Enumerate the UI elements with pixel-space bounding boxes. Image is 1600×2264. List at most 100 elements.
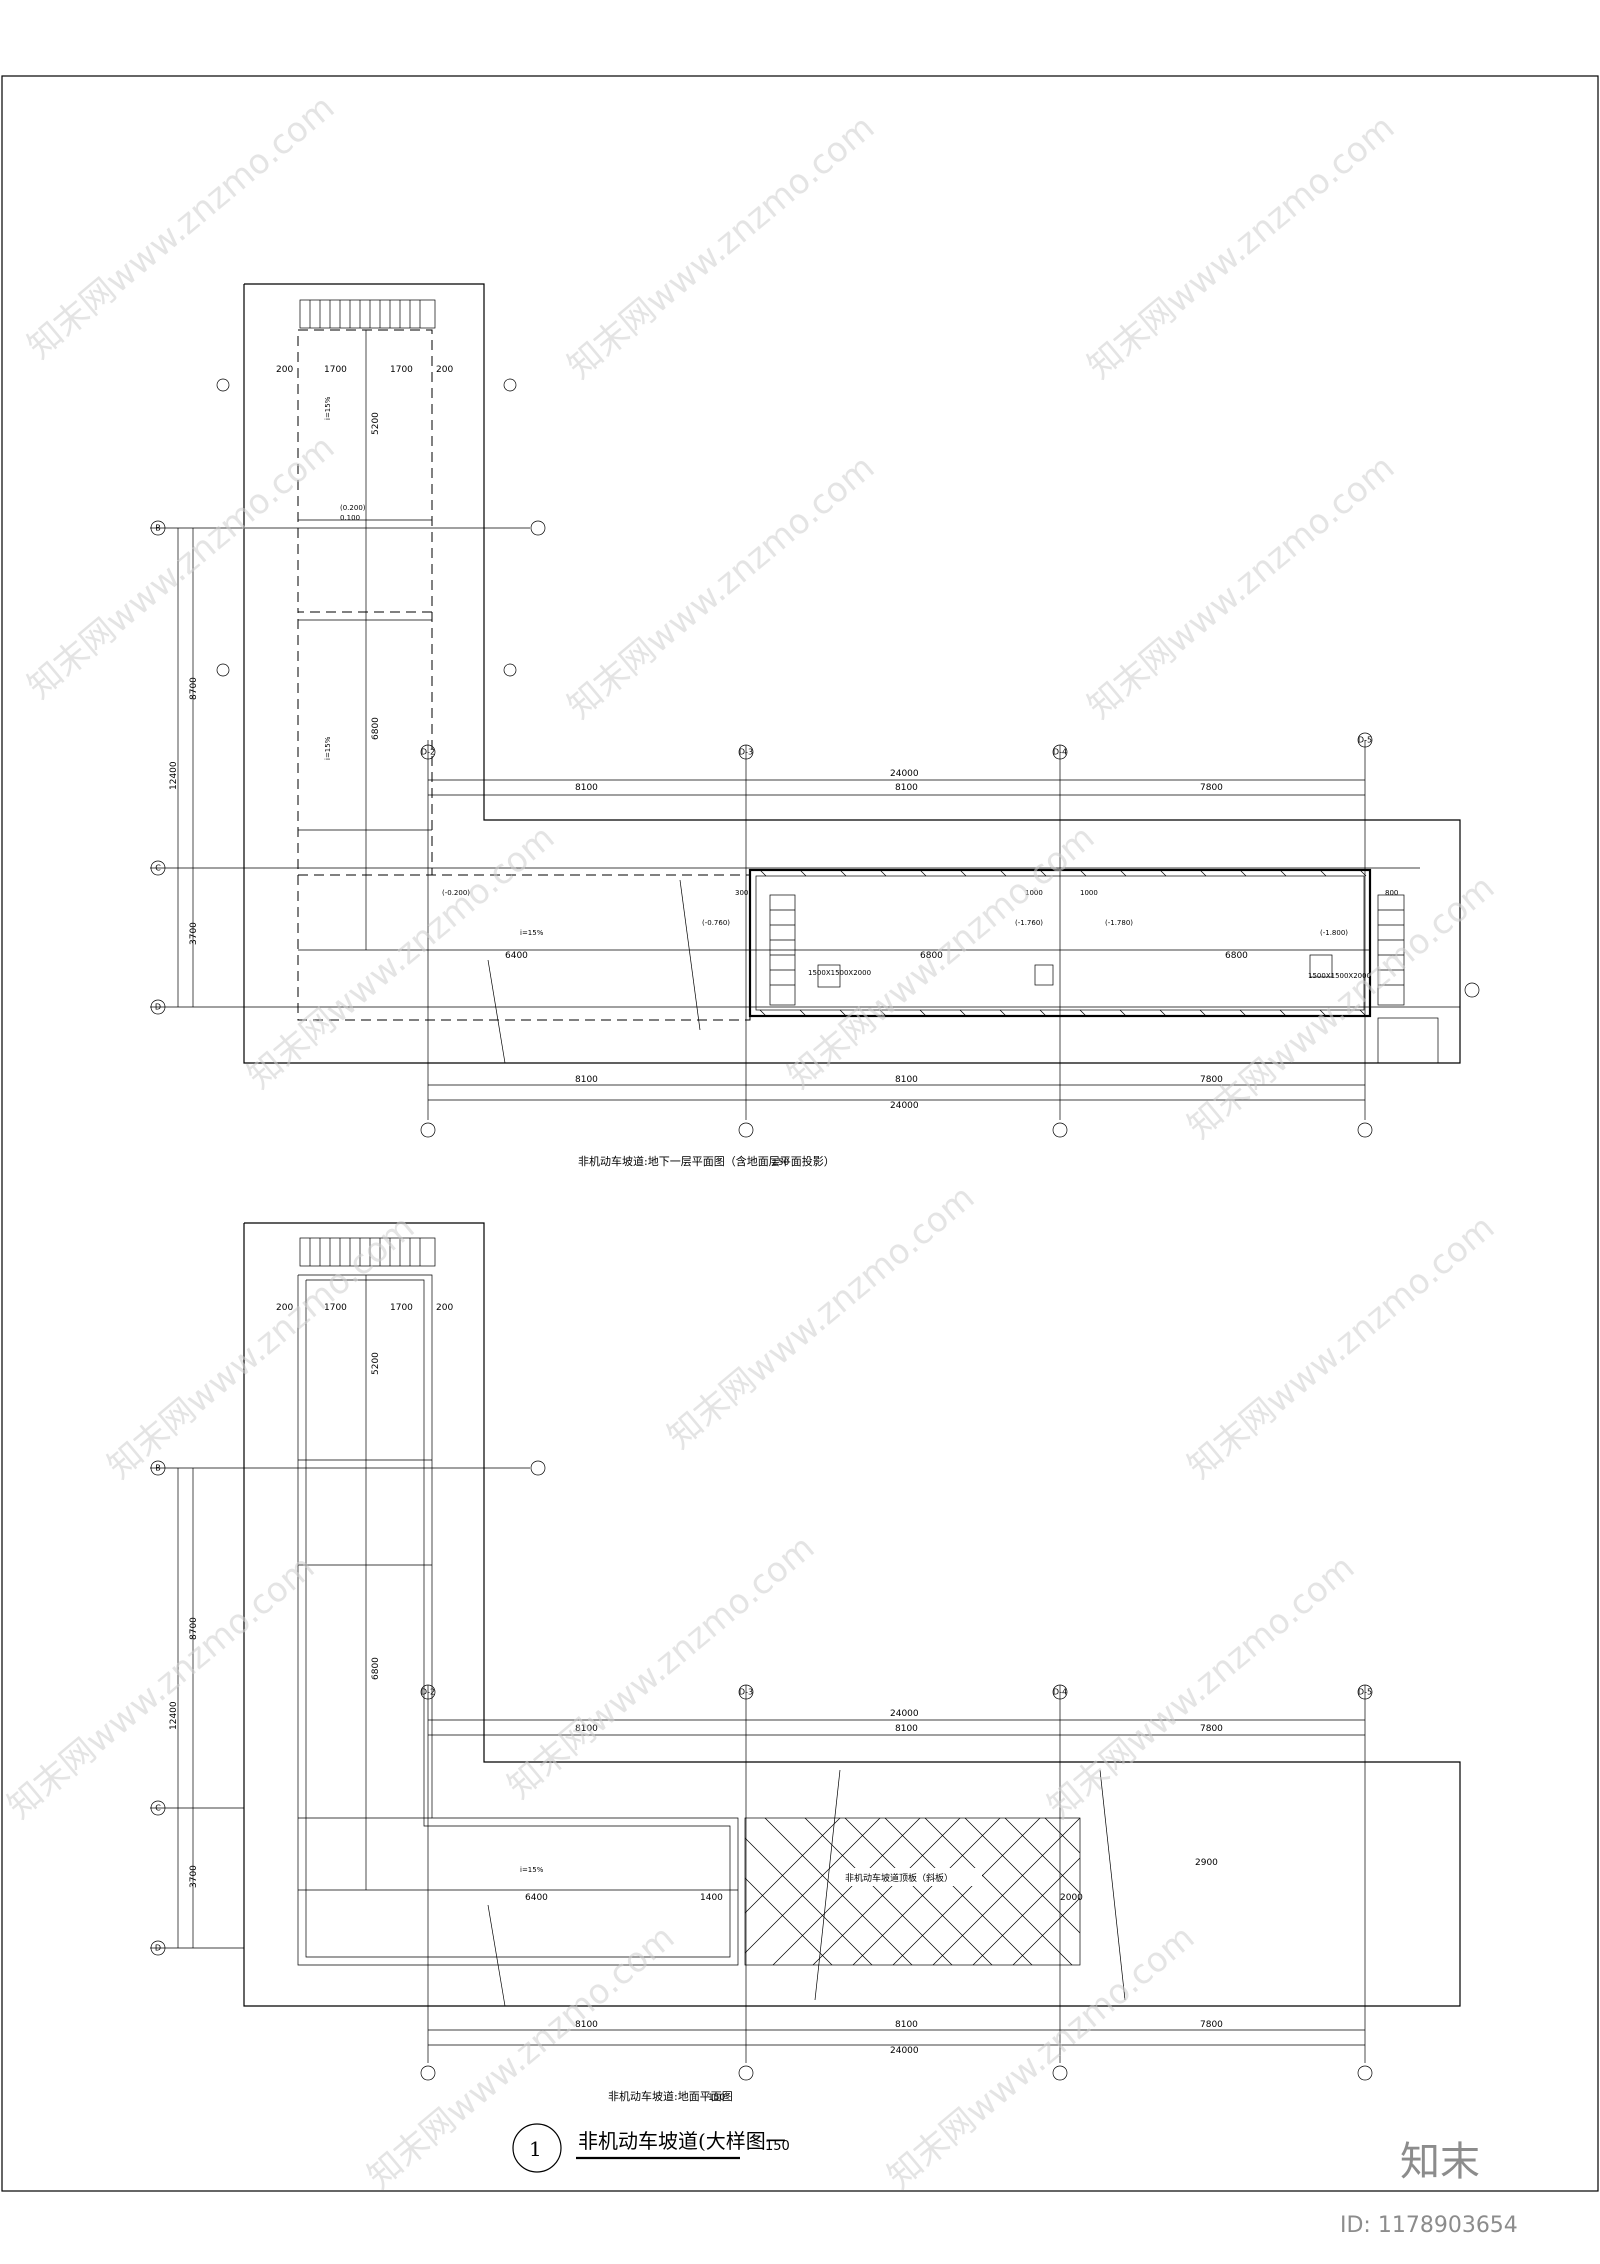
upper-stair-right	[1377, 894, 1405, 1006]
brand-logo: 知末	[1400, 2139, 1480, 2185]
upper-dim-bottom-2: 8100	[895, 1075, 918, 1085]
watermark-text: 知末网www.znzmo.com	[0, 1547, 322, 1826]
lower-caption-scale: 150	[708, 2093, 725, 2103]
upper-axis-bubbles: D-2 D-3 D-4 D-5 B C D	[150, 378, 1480, 1138]
svg-text:D-4: D-4	[1053, 1688, 1067, 1697]
upper-hseg-1: 6400	[505, 951, 528, 961]
upper-dim-bottom-3: 7800	[1200, 1075, 1223, 1085]
upper-stair-left	[769, 894, 796, 1006]
upper-dim-top-1: 8100	[575, 783, 598, 793]
upper-outline	[243, 283, 1461, 1064]
lower-seg-2: 6800	[371, 1657, 381, 1680]
brand-id: ID: 1178903654	[1340, 2213, 1518, 2238]
svg-text:D-4: D-4	[1053, 748, 1067, 757]
watermark-text: 知末网www.znzmo.com	[500, 1527, 822, 1806]
watermark-text: 知末网www.znzmo.com	[20, 427, 342, 706]
upper-dim-left-total: 12400	[169, 761, 179, 790]
upper-stair-dim-2: 1000	[1025, 889, 1043, 897]
svg-text:C: C	[155, 1804, 161, 1813]
upper-dim-left-1: 8700	[189, 677, 199, 700]
upper-pit-2	[1309, 954, 1333, 978]
watermark-text: 知末网www.znzmo.com	[880, 1917, 1202, 2196]
lower-width-1: 200	[276, 1303, 293, 1313]
upper-plan: 8100 8100 7800 24000 8100 8100 7800 2400…	[150, 283, 1480, 1168]
watermark-layer: 知末网www.znzmo.com 知末网www.znzmo.com 知末网www…	[0, 87, 1502, 2196]
svg-text:D-2: D-2	[421, 748, 435, 757]
sheet-border	[1, 75, 1599, 2192]
lower-seg-label-4: 2000	[1060, 1893, 1083, 1903]
title-block: 1 非机动车坡道(大样图一 150	[512, 2123, 790, 2173]
title-text: 非机动车坡道(大样图一	[578, 2129, 786, 2153]
upper-stair-dim-4: 800	[1385, 889, 1398, 897]
lower-dim-top-3: 7800	[1200, 1724, 1223, 1734]
lower-seg-label-2: 1400	[700, 1893, 723, 1903]
upper-seg-2: 6800	[371, 717, 381, 740]
upper-elev-2: (-1.760)	[1015, 919, 1043, 927]
svg-text:D-2: D-2	[421, 1688, 435, 1697]
upper-elev-1: (-0.760)	[702, 919, 730, 927]
lower-caption: 非机动车坡道:地面平面图	[608, 2089, 733, 2103]
watermark-text: 知末网www.znzmo.com	[660, 1177, 982, 1456]
upper-width-4: 200	[436, 365, 453, 375]
upper-width-1: 200	[276, 365, 293, 375]
lower-grating	[299, 1237, 436, 1267]
svg-text:D-3: D-3	[739, 748, 753, 757]
upper-stair-dim-1: 300	[735, 889, 748, 897]
lower-dim-top-total: 24000	[890, 1709, 919, 1719]
upper-stair-dim-3: 1000	[1080, 889, 1098, 897]
title-number-circle	[512, 2123, 562, 2173]
watermark-text: 知末网www.znzmo.com	[1080, 447, 1402, 726]
upper-width-2: 1700	[324, 365, 347, 375]
upper-dim-top-3: 7800	[1200, 783, 1223, 793]
watermark-text: 知末网www.znzmo.com	[360, 1917, 682, 2196]
watermark-text: 知末网www.znzmo.com	[780, 817, 1102, 1096]
lower-dim-left-2: 3700	[189, 1865, 199, 1888]
svg-text:C: C	[155, 864, 161, 873]
upper-pit-1	[817, 964, 841, 988]
upper-dim-bottom-1: 8100	[575, 1075, 598, 1085]
lower-width-2: 1700	[324, 1303, 347, 1313]
lower-seg-label-3: 2900	[1195, 1858, 1218, 1868]
watermark-text: 知末网www.znzmo.com	[100, 1207, 422, 1486]
svg-text:D-5: D-5	[1358, 736, 1372, 745]
lower-plan: 非机动车坡道顶板（斜板） 8100 8100 7800 24000 8100 8…	[150, 1222, 1461, 2103]
upper-caption: 非机动车坡道:地下一层平面图（含地面层平面投影）	[578, 1154, 835, 1168]
title-number: 1	[529, 2137, 542, 2161]
upper-grating	[299, 299, 436, 329]
upper-elev-5: (-0.200)	[442, 889, 470, 897]
lower-dim-top-2: 8100	[895, 1724, 918, 1734]
svg-text:D-3: D-3	[739, 1688, 753, 1697]
lower-dim-bottom-total: 24000	[890, 2046, 919, 2056]
upper-side-room	[1377, 1017, 1439, 1064]
svg-text:D: D	[155, 1944, 161, 1953]
watermark-text: 知末网www.znzmo.com	[1040, 1547, 1362, 1826]
upper-width-3: 1700	[390, 365, 413, 375]
lower-width-4: 200	[436, 1303, 453, 1313]
lower-width-3: 1700	[390, 1303, 413, 1313]
upper-slope-3: i=15%	[520, 929, 544, 937]
lower-dim-bottom-3: 7800	[1200, 2020, 1223, 2030]
upper-caption-scale: 150	[772, 1158, 789, 1168]
upper-dim-bottom-total: 24000	[890, 1101, 919, 1111]
svg-text:D-5: D-5	[1358, 1688, 1372, 1697]
upper-elev-6: (0.200)	[340, 504, 366, 512]
lower-dim-left-1: 8700	[189, 1617, 199, 1640]
lower-seg-1: 5200	[371, 1352, 381, 1375]
watermark-text: 知末网www.znzmo.com	[1080, 107, 1402, 386]
upper-slope-1: i=15%	[324, 396, 332, 420]
title-scale: 150	[765, 2139, 790, 2154]
watermark-text: 知末网www.znzmo.com	[20, 87, 342, 366]
watermark-text: 知末网www.znzmo.com	[560, 447, 882, 726]
upper-slope-2: i=15%	[324, 736, 332, 760]
lower-outline	[243, 1222, 1461, 2007]
upper-pit-size-2: 1500X1500X2000	[1308, 972, 1371, 980]
upper-dim-top-2: 8100	[895, 783, 918, 793]
lower-axis-bubbles: D-2 D-3 D-4 D-5 B C D	[150, 1460, 1373, 2081]
upper-seg-1: 5200	[371, 412, 381, 435]
upper-dim-left-2: 3700	[189, 922, 199, 945]
lower-slope: i=15%	[520, 1866, 544, 1874]
upper-elev-3: (-1.780)	[1105, 919, 1133, 927]
upper-hseg-3: 6800	[1225, 951, 1248, 961]
lower-dim-top-1: 8100	[575, 1724, 598, 1734]
